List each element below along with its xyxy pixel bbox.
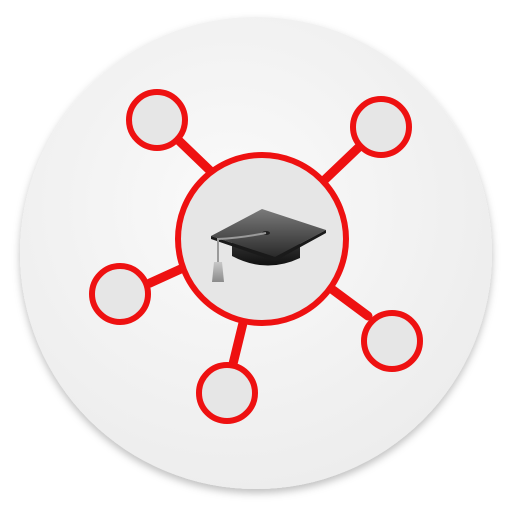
node-left [89, 263, 151, 325]
network-nodes [89, 89, 423, 424]
spoke-bottom [227, 318, 248, 373]
node-bottom [196, 362, 258, 424]
node-top-right [350, 96, 412, 158]
graduation-cap-icon [211, 209, 326, 282]
node-bottom-right [361, 310, 423, 372]
node-top-left [126, 89, 188, 151]
spoke-bottom-right [328, 285, 373, 321]
spoke-left [145, 263, 188, 288]
